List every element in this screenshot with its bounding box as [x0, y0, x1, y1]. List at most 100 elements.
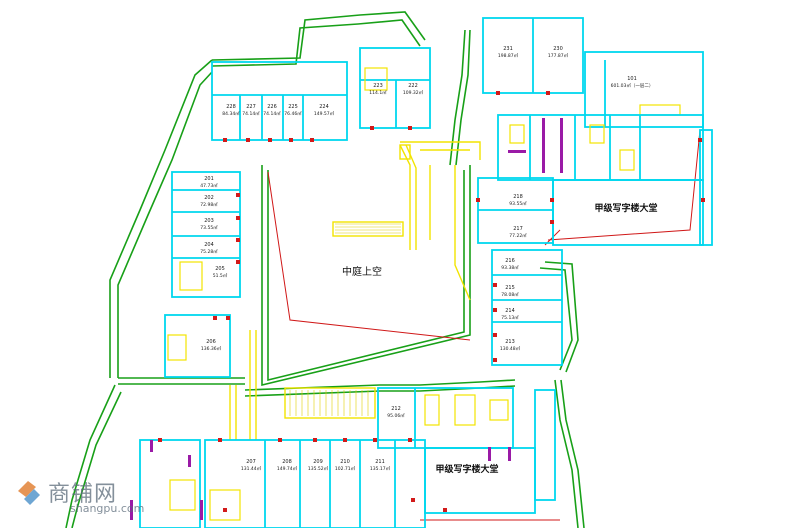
unit-number: 230: [553, 46, 563, 52]
unit-area: 75.13㎡: [501, 314, 519, 321]
door-marker: [550, 198, 554, 202]
watermark-url: shangpu.com: [70, 502, 145, 515]
door-marker: [493, 358, 497, 362]
door-marker: [236, 193, 240, 197]
lobby-label-upper: 甲级写字楼大堂: [594, 202, 657, 214]
unit-area: 93.55㎡: [509, 200, 527, 207]
unit-number: 227: [246, 104, 256, 110]
door-marker: [411, 498, 415, 502]
door-marker: [493, 308, 497, 312]
door-marker: [218, 438, 222, 442]
stair-treads: [289, 223, 401, 416]
stairs-corridors: [229, 141, 481, 440]
door-marker: [236, 216, 240, 220]
unit-number: 214: [505, 308, 515, 314]
unit-number: 213: [505, 339, 515, 345]
unit-number: 210: [340, 459, 350, 465]
unit-area: 114.1㎡: [369, 89, 387, 96]
door-marker: [546, 91, 550, 95]
unit-number: 203: [204, 218, 214, 224]
door-marker: [278, 438, 282, 442]
unit-number: 204: [204, 242, 214, 248]
unit-area: 77.22㎡: [509, 232, 527, 239]
door-marker: [443, 508, 447, 512]
door-marker: [373, 438, 377, 442]
door-marker: [313, 438, 317, 442]
unit-area: 74.14㎡: [263, 110, 281, 117]
unit-number: 225: [288, 104, 298, 110]
unit-area: 93.38㎡: [501, 264, 519, 271]
unit-area: 136.36㎡: [201, 345, 222, 352]
building-walls: [139, 17, 713, 528]
unit-number: 206: [206, 339, 216, 345]
unit-number: 101: [627, 76, 637, 82]
unit-area: 149.74㎡: [277, 465, 298, 472]
door-marker: [408, 438, 412, 442]
unit-area: 149.57㎡: [314, 110, 335, 117]
unit-number: 216: [505, 258, 515, 264]
unit-area: 177.87㎡: [548, 52, 569, 59]
door-marker: [236, 260, 240, 264]
unit-number: 231: [503, 46, 513, 52]
door-marker: [236, 238, 240, 242]
doors: [158, 91, 705, 512]
unit-area: 74.14㎡: [242, 110, 260, 117]
columns: [130, 118, 563, 520]
unit-area: 131.44㎡: [241, 465, 262, 472]
unit-number: 217: [513, 226, 523, 232]
unit-number: 212: [391, 406, 401, 412]
door-marker: [226, 316, 230, 320]
unit-area: 73.55㎡: [200, 224, 218, 231]
site-boundary: [65, 11, 585, 528]
door-marker: [223, 508, 227, 512]
door-marker: [493, 283, 497, 287]
unit-number: 224: [319, 104, 329, 110]
unit-number: 211: [375, 459, 385, 465]
lobby-label-lower: 甲级写字楼大堂: [435, 463, 498, 475]
unit-number: 208: [282, 459, 292, 465]
unit-area: 95.06㎡: [387, 412, 405, 419]
unit-number: 207: [246, 459, 256, 465]
unit-number: 205: [215, 266, 225, 272]
unit-number: 202: [204, 195, 214, 201]
unit-area: 84.34㎡: [222, 110, 240, 117]
unit-number: 228: [226, 104, 236, 110]
door-marker: [698, 138, 702, 142]
door-marker: [476, 198, 480, 202]
watermark-text: 商铺网: [48, 482, 118, 507]
unit-area: 135.17㎡: [370, 465, 391, 472]
unit-number: 209: [313, 459, 323, 465]
unit-number: 222: [408, 83, 418, 89]
unit-number: 223: [373, 83, 383, 89]
door-marker: [289, 138, 293, 142]
door-marker: [213, 316, 217, 320]
unit-number: 201: [204, 176, 214, 182]
unit-area: 75.28㎡: [200, 248, 218, 255]
zone-lines: [267, 129, 701, 521]
unit-number: 218: [513, 194, 523, 200]
unit-area: 198.87㎡: [498, 52, 519, 59]
door-marker: [701, 198, 705, 202]
unit-area: 130.48㎡: [500, 345, 521, 352]
unit-area: 78.08㎡: [501, 291, 519, 298]
unit-number: 215: [505, 285, 515, 291]
door-marker: [496, 91, 500, 95]
unit-area: 109.32㎡: [403, 89, 424, 96]
door-marker: [268, 138, 272, 142]
unit-area: 102.71㎡: [335, 465, 356, 472]
unit-area: 72.98㎡: [200, 201, 218, 208]
unit-area: 47.73㎡: [200, 182, 218, 189]
door-marker: [550, 220, 554, 224]
unit-number: 226: [267, 104, 277, 110]
courtyard-label: 中庭上空: [342, 265, 382, 278]
unit-area: 76.46㎡: [284, 110, 302, 117]
watermark-logo-icon: [18, 481, 40, 505]
door-marker: [223, 138, 227, 142]
door-marker: [408, 126, 412, 130]
door-marker: [310, 138, 314, 142]
unit-area: 135.52㎡: [308, 465, 329, 472]
unit-area: 601.03㎡（一层二）: [611, 82, 654, 89]
door-marker: [343, 438, 347, 442]
